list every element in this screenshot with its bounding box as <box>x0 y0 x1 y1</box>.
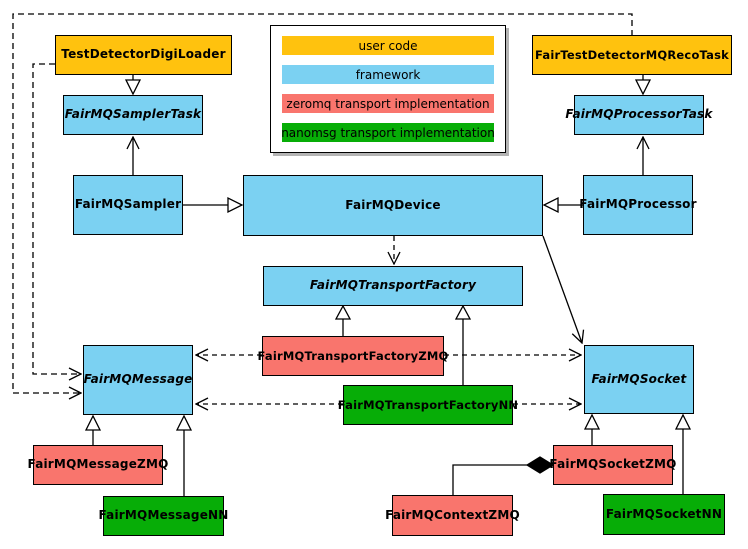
legend-item-zeromq: zeromq transport implementation <box>282 94 494 113</box>
node-fairmq-processor: FairMQProcessor <box>579 175 697 235</box>
legend-item-framework: framework <box>282 65 494 84</box>
node-fairmq-message-zmq: FairMQMessageZMQ <box>28 445 168 485</box>
legend-item-user-code: user code <box>282 36 494 55</box>
edge-device-to-socket <box>542 235 582 343</box>
node-fair-test-detector-mq-reco-task: FairTestDetectorMQRecoTask <box>532 35 732 75</box>
edge-factorynn-to-factory <box>454 304 472 385</box>
node-fairmq-device: FairMQDevice <box>243 175 543 236</box>
node-fairmq-socket: FairMQSocket <box>584 345 694 414</box>
edge-digiloader-to-message <box>32 63 81 374</box>
node-fairmq-transport-factory-zmq: FairMQTransportFactoryZMQ <box>258 336 448 376</box>
node-fairmq-socket-zmq: FairMQSocketZMQ <box>549 445 676 485</box>
node-fairmq-context-zmq: FairMQContextZMQ <box>385 495 520 536</box>
edge-factoryzmq-to-factory <box>334 304 352 336</box>
edge-socketnn-to-socket <box>674 413 692 494</box>
edge-messagezmq-to-message <box>84 414 102 445</box>
node-test-detector-digi-loader: TestDetectorDigiLoader <box>55 35 232 75</box>
edge-recotask-to-processortask <box>634 75 652 96</box>
node-fairmq-socket-nn: FairMQSocketNN <box>603 494 725 535</box>
legend-item-nanomsg: nanomsg transport implementation <box>281 123 495 142</box>
node-fairmq-processor-task: FairMQProcessorTask <box>565 95 712 135</box>
edge-socketzmq-to-socket <box>583 413 601 445</box>
node-fairmq-message-nn: FairMQMessageNN <box>98 496 228 536</box>
legend: user code framework zeromq transport imp… <box>270 25 506 153</box>
edge-digiloader-to-samplertask <box>124 75 142 96</box>
edge-processor-to-device <box>542 196 583 214</box>
node-fairmq-transport-factory-nn: FairMQTransportFactoryNN <box>338 385 518 425</box>
edge-sampler-to-device <box>183 196 244 214</box>
node-fairmq-sampler-task: FairMQSamplerTask <box>63 95 203 135</box>
edge-messagenn-to-message <box>175 414 193 496</box>
node-fairmq-transport-factory: FairMQTransportFactory <box>263 266 523 306</box>
edge-contextzmq-to-socketzmq <box>452 456 555 495</box>
node-fairmq-sampler: FairMQSampler <box>73 175 183 235</box>
edge-recotask-to-message <box>12 13 633 393</box>
node-fairmq-message: FairMQMessage <box>83 345 193 415</box>
